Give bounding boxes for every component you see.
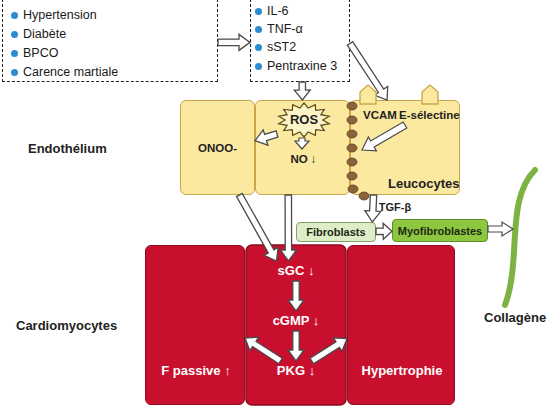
signal-step: cGMP ↓ <box>266 311 326 331</box>
cardiomyocyte-cell: Hypertrophie <box>347 245 455 405</box>
node-text: Myofibroblastes <box>398 223 482 239</box>
node-text: E-sélectine <box>399 107 460 123</box>
cell-label: Leucocytes <box>388 176 460 192</box>
cardiomyocyte-cell <box>246 245 346 405</box>
arrow-shape <box>280 195 296 261</box>
hollow-arrow <box>365 195 381 222</box>
collagen-arrow <box>488 222 513 236</box>
node-text: Hypertrophie <box>348 363 456 379</box>
leucocyte-dot <box>347 144 357 152</box>
arrow-shape <box>376 223 392 239</box>
arrow-shape <box>288 281 304 311</box>
collagen-fiber <box>505 170 535 305</box>
leucocyte-dot <box>347 172 357 180</box>
hollow-arrow <box>255 130 278 145</box>
arrow-shape <box>347 42 387 100</box>
hollow-arrow <box>218 34 250 50</box>
node-text: IL-6 <box>267 3 289 19</box>
node-text: F passive ↑ <box>146 363 246 379</box>
hollow-arrow <box>288 281 304 311</box>
leucocyte-dot <box>347 102 357 110</box>
node-text: ONOO- <box>198 140 237 156</box>
node-text: cGMP ↓ <box>273 313 320 329</box>
leucocyte-dot <box>347 158 357 166</box>
node-text: Pentraxine 3 <box>267 58 337 74</box>
node-text: Hypertension <box>23 7 97 23</box>
hollow-arrow <box>347 42 387 100</box>
mediator-box: IL-6TNF-α sST2Pentraxine 3 <box>250 0 350 82</box>
node-text: TNF-α <box>267 21 303 37</box>
arrow-shape <box>288 331 304 361</box>
ros-burst: ROS <box>277 102 331 138</box>
hollow-arrow <box>310 338 347 364</box>
node-text: sGC ↓ <box>278 263 315 279</box>
leucocyte-dot <box>348 185 358 193</box>
node-text: PKG ↓ <box>277 363 315 379</box>
arrow-shape <box>310 338 347 364</box>
node-text: ROS <box>290 112 318 128</box>
leucocyte-dots <box>347 102 369 200</box>
receptor-symbol <box>422 85 438 104</box>
hollow-arrow <box>280 195 296 261</box>
structure-label: Collagène <box>484 310 546 326</box>
hollow-arrow <box>376 223 392 239</box>
myofibroblast-box: Myofibroblastes <box>392 219 488 242</box>
arrow-shape <box>245 337 282 364</box>
arrow-shape <box>218 34 250 50</box>
adhesion-arrow <box>362 122 407 151</box>
burst-shape <box>279 103 330 137</box>
layer-label: Endothélium <box>28 141 107 157</box>
risk-factor-box: HypertensionDiabèteBPCO Carence martiale <box>2 0 218 82</box>
fibroblast-box: Fibroblasts <box>296 222 376 242</box>
cardiomyocyte-cell: F passive ↑ <box>145 245 245 405</box>
edge-label: TGF-β <box>379 200 411 214</box>
node-text: Fibroblasts <box>306 224 365 240</box>
hollow-arrow <box>294 82 310 100</box>
arrow-shape <box>237 193 279 261</box>
layer-label: Cardiomyocytes <box>16 318 117 334</box>
hollow-arrow <box>288 331 304 361</box>
receptor-symbol <box>360 85 376 104</box>
arrow-shape <box>294 82 310 100</box>
hollow-arrow <box>245 337 282 364</box>
leucocyte-dot <box>347 130 357 138</box>
node-text: sST2 <box>267 39 296 55</box>
node-text: NO ↓ <box>256 151 351 167</box>
endothelial-cell: ONOO- <box>180 100 255 195</box>
signal-step: sGC ↓ <box>271 261 321 281</box>
signal-step: PKG ↓ <box>271 361 321 381</box>
node-text: BPCO <box>23 45 58 61</box>
small-arrow <box>295 138 309 149</box>
leucocyte-dot <box>347 116 357 124</box>
node-text: VCAM <box>363 107 397 123</box>
arrow-shape <box>255 130 278 145</box>
node-text: Carence martiale <box>23 64 118 80</box>
leucocyte-dot <box>359 192 369 200</box>
hollow-arrow <box>237 193 279 261</box>
arrow-shape <box>365 195 381 222</box>
endothelial-cell: NO ↓ ROS <box>255 100 350 195</box>
node-text: Diabète <box>23 26 66 42</box>
